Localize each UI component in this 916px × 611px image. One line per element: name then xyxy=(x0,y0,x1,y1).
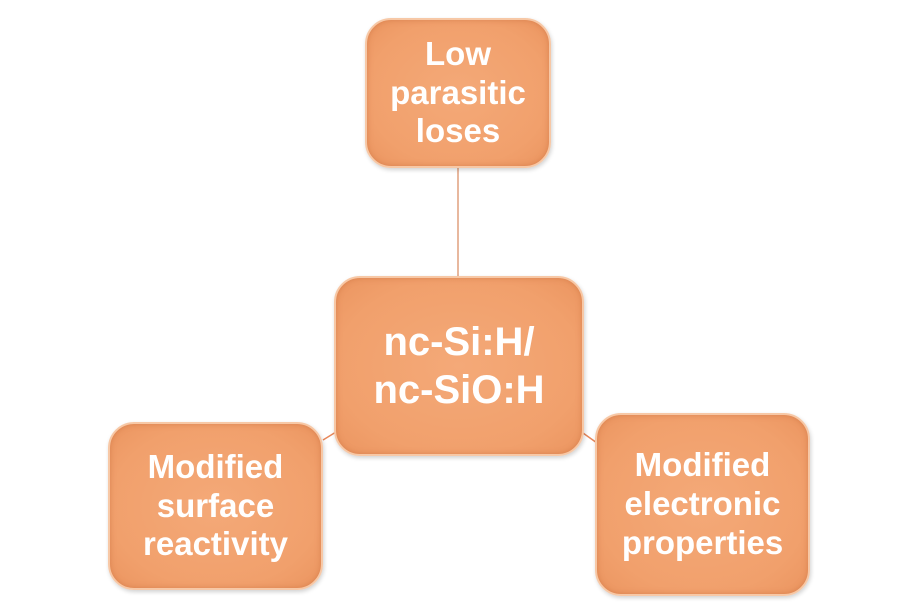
node-text-line: nc-Si:H/ xyxy=(383,320,535,364)
node-modified-electronic-properties: Modified electronic properties xyxy=(595,413,810,596)
node-center-material: nc-Si:H/ nc-SiO:H xyxy=(334,276,584,456)
node-text-line: nc-SiO:H xyxy=(373,368,545,412)
node-text-line: electronic xyxy=(624,485,781,523)
node-text-line: surface xyxy=(156,486,275,524)
node-modified-surface-reactivity: Modified surface reactivity xyxy=(108,422,323,590)
node-text-line: Modified xyxy=(147,447,284,485)
node-text-line: Modified xyxy=(634,446,771,484)
node-text-line: loses xyxy=(415,112,501,150)
node-text-line: Low xyxy=(425,34,491,72)
node-text-line: reactivity xyxy=(143,525,288,563)
connector-center-right xyxy=(582,432,598,444)
connector-center-left xyxy=(322,431,337,441)
node-low-parasitic-losses: Low parasitic loses xyxy=(365,18,551,168)
node-text-line: properties xyxy=(621,523,784,561)
node-text-line: parasitic xyxy=(390,73,526,111)
